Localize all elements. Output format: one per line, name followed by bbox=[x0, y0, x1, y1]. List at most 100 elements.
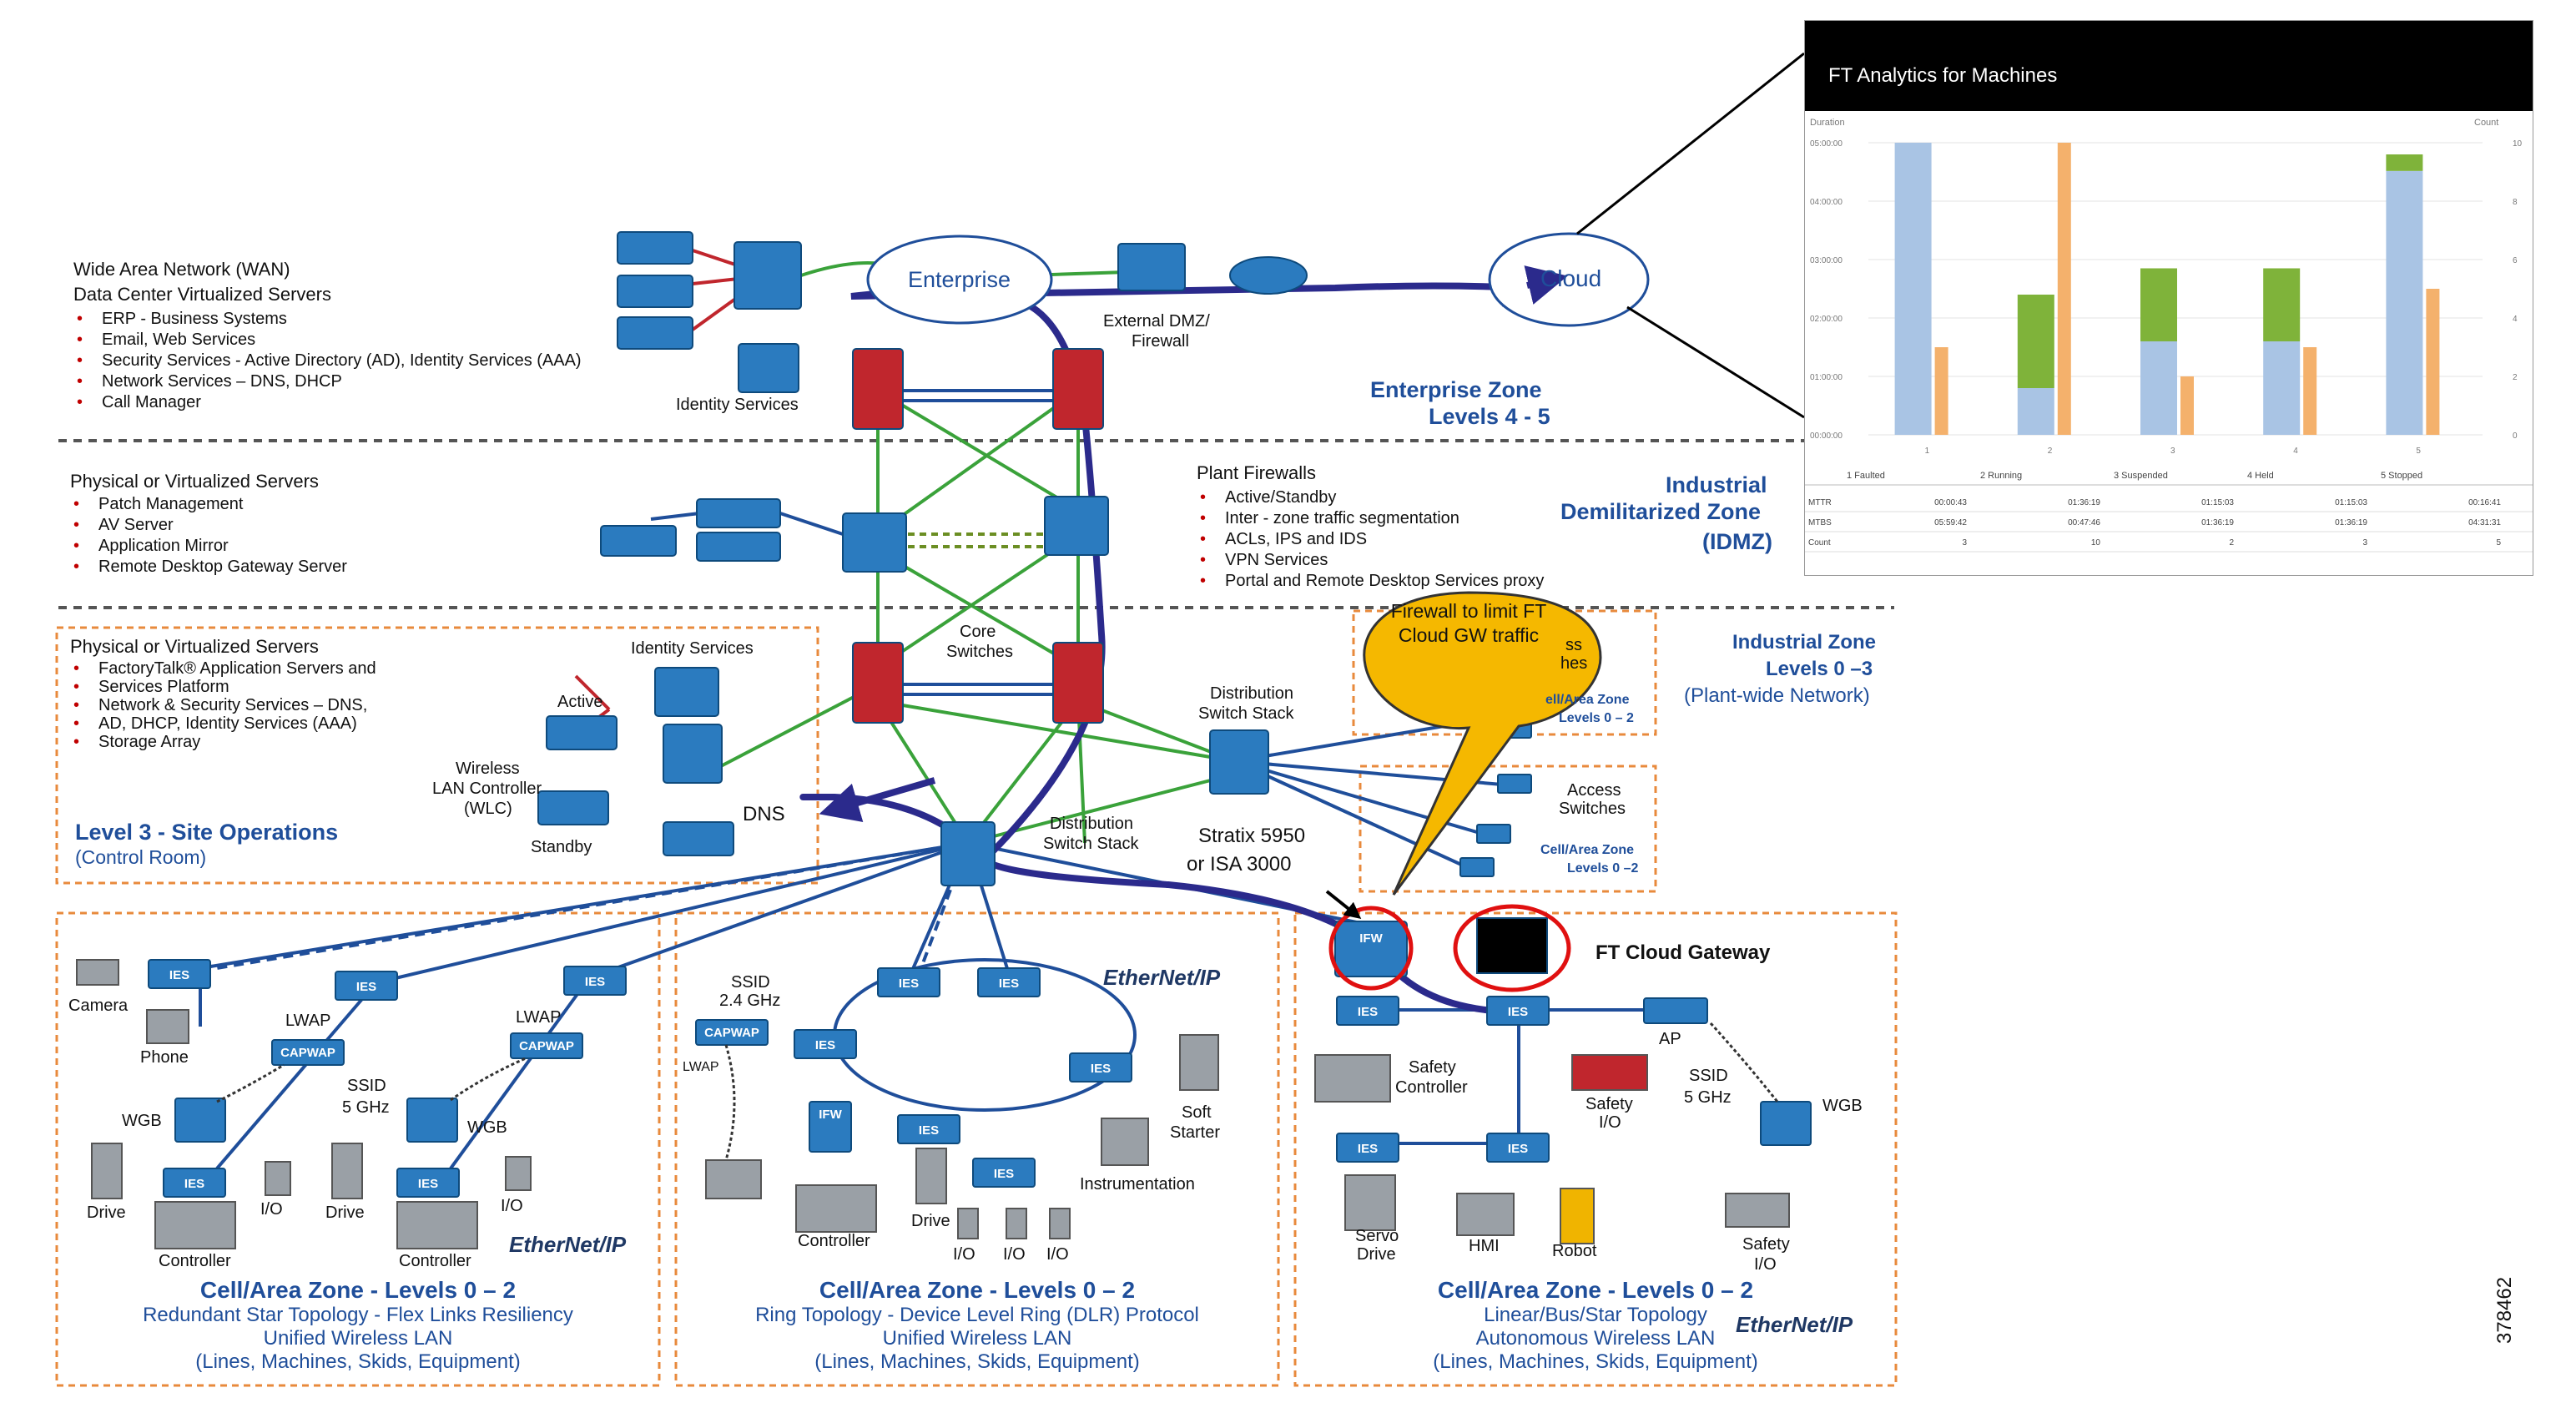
table-cell: 3 bbox=[1962, 538, 1967, 548]
controller-label: Controller bbox=[798, 1232, 870, 1250]
firewall-switch-icon bbox=[852, 348, 904, 430]
cell3-line3: Autonomous Wireless LAN bbox=[1475, 1327, 1716, 1350]
capwap-label: CAPWAP bbox=[280, 1046, 335, 1060]
camera-label: Camera bbox=[68, 997, 129, 1015]
core-switches-label-1: Core bbox=[960, 623, 996, 641]
wlc-label-2: LAN Controller bbox=[432, 780, 542, 798]
right-tick-label: 2 bbox=[2513, 373, 2518, 382]
dist-switch-stack-mid-1: Distribution bbox=[1050, 815, 1134, 833]
idmz-servers-title: Physical or Virtualized Servers bbox=[70, 471, 319, 492]
cell1-line4: (Lines, Machines, Skids, Equipment) bbox=[195, 1350, 521, 1373]
io-icon bbox=[1006, 1208, 1027, 1239]
table-cell: 3 bbox=[2362, 538, 2367, 548]
callout-text: Firewall to limit FT Cloud GW traffic bbox=[1390, 600, 1547, 646]
table-cell: 04:31:31 bbox=[2468, 518, 2501, 527]
wgb-label: WGB bbox=[1822, 1097, 1863, 1115]
right-tick-label: 6 bbox=[2513, 256, 2518, 265]
controller-icon bbox=[154, 1201, 236, 1249]
table-cell: 01:36:19 bbox=[2335, 518, 2367, 527]
soft-starter-icon bbox=[1179, 1034, 1219, 1091]
dist-switch-stack-top-1: Distribution bbox=[1210, 684, 1294, 703]
analytics-header bbox=[1805, 21, 2533, 111]
io-label-2: I/O bbox=[501, 1197, 523, 1215]
cell2-caption: Cell/Area Zone - Levels 0 – 2 Ring Topol… bbox=[676, 1277, 1278, 1374]
hmi-icon bbox=[1456, 1193, 1515, 1236]
table-cell: 01:36:19 bbox=[2068, 498, 2100, 507]
dist-switch-stack-mid-2: Switch Stack bbox=[1043, 835, 1139, 853]
ies-label: IES bbox=[899, 977, 919, 991]
ies-label: IES bbox=[169, 968, 189, 982]
ap-icon bbox=[1643, 997, 1708, 1024]
server-icon bbox=[617, 231, 693, 265]
phone-icon bbox=[146, 1009, 189, 1044]
distribution-switch-icon bbox=[940, 821, 996, 886]
dist-switch-stack-top-2: Switch Stack bbox=[1198, 704, 1294, 723]
enterprise-cloud bbox=[866, 235, 1053, 325]
idmz-firewall-icon bbox=[1044, 496, 1109, 556]
table-cell: 00:47:46 bbox=[2068, 518, 2100, 527]
wan-bullet: Security Services - Active Directory (AD… bbox=[73, 351, 582, 371]
ies-label: IES bbox=[1091, 1062, 1111, 1076]
controller-label-1: Controller bbox=[159, 1252, 231, 1270]
ies-label: IES bbox=[994, 1167, 1014, 1181]
io-icon bbox=[505, 1156, 532, 1191]
industrial-zone-levels: Levels 0 –3 bbox=[1766, 658, 1873, 680]
idmz-zone-line3: (IDMZ) bbox=[1702, 529, 1772, 554]
site-bullet-cont: AD, DHCP, Identity Services (AAA) bbox=[70, 714, 376, 733]
lwap-icon bbox=[695, 1019, 769, 1046]
lwap-icon bbox=[510, 1032, 583, 1059]
safety-io-icon bbox=[1571, 1054, 1648, 1091]
table-header: 4 Held bbox=[2247, 471, 2274, 481]
ies-label: IES bbox=[919, 1123, 939, 1138]
controller-label-2: Controller bbox=[399, 1252, 471, 1270]
hmi-label: HMI bbox=[1469, 1237, 1500, 1255]
duration-bar bbox=[2017, 388, 2054, 435]
ifw-label: IFW bbox=[1359, 931, 1383, 946]
table-header: 5 Stopped bbox=[2381, 471, 2422, 481]
cell1-title: Cell/Area Zone - Levels 0 – 2 bbox=[199, 1277, 517, 1303]
ssid-label: SSID bbox=[1689, 1067, 1728, 1085]
left-tick-label: 01:00:00 bbox=[1810, 373, 1843, 382]
duration-bar bbox=[2263, 268, 2301, 341]
drive-label: Drive bbox=[911, 1212, 950, 1230]
site-bullet: Network & Security Services – DNS, bbox=[70, 696, 376, 714]
data-center-title: Data Center Virtualized Servers bbox=[73, 284, 331, 305]
duration-bar bbox=[1894, 143, 1932, 435]
plant-firewall-bullet: ACLs, IPS and IDS bbox=[1197, 529, 1544, 550]
table-cell: 00:16:41 bbox=[2468, 498, 2501, 507]
wan-bullet: ERP - Business Systems bbox=[73, 309, 582, 330]
table-cell: 5 bbox=[2496, 538, 2501, 548]
count-bar bbox=[2303, 347, 2317, 435]
ft-cloud-gateway-icon bbox=[1476, 917, 1548, 974]
access-switch-icon bbox=[1459, 857, 1495, 877]
category-tick-label: 5 bbox=[2416, 447, 2421, 456]
phone-label: Phone bbox=[140, 1048, 189, 1067]
drive-label-1: Drive bbox=[87, 1204, 126, 1222]
lwap-label-2: LWAP bbox=[516, 1008, 562, 1027]
blue-links bbox=[199, 389, 1669, 1170]
ies-label: IES bbox=[1358, 1142, 1378, 1156]
wlc-active-label: Active bbox=[557, 693, 603, 711]
safety-controller-label-2: Controller bbox=[1395, 1078, 1468, 1097]
stratix-label-2: or ISA 3000 bbox=[1187, 853, 1292, 876]
left-axis-title: Duration bbox=[1810, 118, 1845, 128]
access-switches-top-1: ss bbox=[1565, 636, 1582, 654]
category-tick-label: 2 bbox=[2048, 447, 2053, 456]
ghz-label: 5 GHz bbox=[1684, 1088, 1732, 1107]
ghz-label: 2.4 GHz bbox=[719, 992, 781, 1010]
ap-label: AP bbox=[1659, 1030, 1681, 1048]
instrumentation-icon bbox=[1101, 1118, 1149, 1166]
server-icon bbox=[663, 821, 734, 856]
drive-icon bbox=[331, 1143, 363, 1199]
table-cell: 00:00:43 bbox=[1934, 498, 1967, 507]
wlc-standby-label: Standby bbox=[531, 838, 592, 856]
devices bbox=[537, 231, 1548, 977]
table-cell: 2 bbox=[2229, 538, 2234, 548]
enterprise-zone-title: Enterprise Zone bbox=[1370, 377, 1542, 402]
duration-bar bbox=[2140, 341, 2177, 435]
wlc-standby-icon bbox=[537, 790, 609, 825]
right-tick-label: 0 bbox=[2513, 431, 2518, 441]
access-zone-top-title: ell/Area Zone bbox=[1545, 693, 1630, 707]
cell1-caption: Cell/Area Zone - Levels 0 – 2 Redundant … bbox=[57, 1277, 659, 1374]
